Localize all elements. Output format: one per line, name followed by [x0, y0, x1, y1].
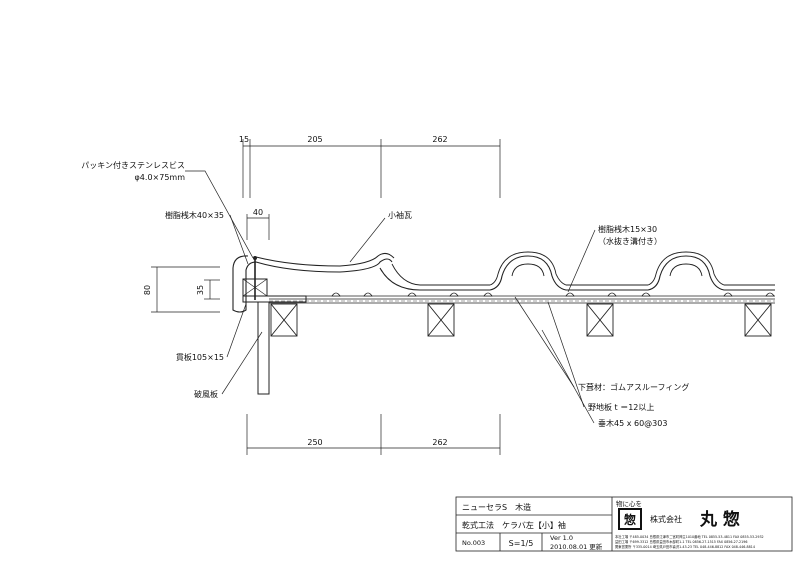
tb-address-1: 本社工場 〒485-0034 島根県江津市二宮町神主1010番地 TEL 085… [615, 534, 764, 539]
left-dimensions [151, 266, 220, 313]
verge-tile-inner [255, 252, 395, 267]
label-rafter: 垂木45 x 60@303 [598, 418, 667, 428]
tb-number: No.003 [462, 539, 485, 547]
label-fascia: 破風板 [194, 389, 218, 399]
tb-product: ニューセラS 木造 [462, 502, 531, 512]
dim-80: 80 [143, 285, 152, 295]
label-small-tile: 小袖瓦 [388, 210, 412, 220]
label-resin-batten-left: 樹脂桟木40×35 [165, 210, 224, 220]
label-sheathing: 野地板 t ＝12以上 [588, 402, 654, 412]
resin-battens-right [331, 292, 775, 297]
label-resin-batten-right-note: （水抜き溝付き） [598, 236, 662, 246]
bottom-dimensions [246, 414, 501, 455]
company-logo-char: 惣 [624, 512, 636, 527]
leader-lines [185, 170, 596, 424]
dim-top-262: 262 [432, 135, 447, 144]
tb-date: 2010.08.01 更新 [550, 542, 603, 551]
label-resin-batten-right: 樹脂桟木15×30 [598, 224, 657, 234]
tb-slogan: 物に心を [616, 499, 642, 508]
tile-roll-1 [511, 263, 545, 277]
tb-scale: S=1/5 [509, 539, 534, 548]
fascia-board [257, 295, 270, 395]
tb-version: Ver 1.0 [550, 534, 573, 542]
tb-method: 乾式工法 ケラバ左【小】袖 [462, 520, 566, 530]
tile-roll-2 [669, 263, 703, 277]
company-logo [618, 508, 642, 530]
verge-tile [232, 255, 393, 313]
label-screw: パッキン付きステンレスビス [81, 160, 185, 170]
dim-35: 35 [196, 285, 205, 295]
dim-bottom-250: 250 [307, 438, 322, 447]
top-dimensions [242, 139, 501, 198]
roof-tiles [379, 255, 775, 291]
label-underlay: 下葺材：ゴムアスルーフィング [578, 382, 689, 392]
dim-bottom-262: 262 [432, 438, 447, 447]
tb-company-prefix: 株式会社 [650, 514, 682, 524]
dim-40-lines [246, 214, 270, 240]
tb-address-3: 関東営業所 〒335-0014 埼玉県戸田市喜沢1-43-23 TEL 048-… [615, 544, 755, 549]
rafters [270, 303, 772, 337]
roof-deck-layers [269, 295, 775, 304]
dim-top-15: 15 [239, 135, 249, 144]
label-nuki-board: 貫板105×15 [176, 352, 224, 362]
label-screw-size: φ4.0×75mm [135, 173, 186, 182]
roof-tiles-underside [391, 251, 775, 286]
dim-40: 40 [253, 208, 263, 217]
dim-top-205: 205 [307, 135, 322, 144]
tb-address-2: 益田工場 〒699-3312 島根県益田市木部町1-1 TEL 0856-27-… [615, 539, 747, 544]
tb-company-name: 丸 惣 [699, 509, 740, 530]
